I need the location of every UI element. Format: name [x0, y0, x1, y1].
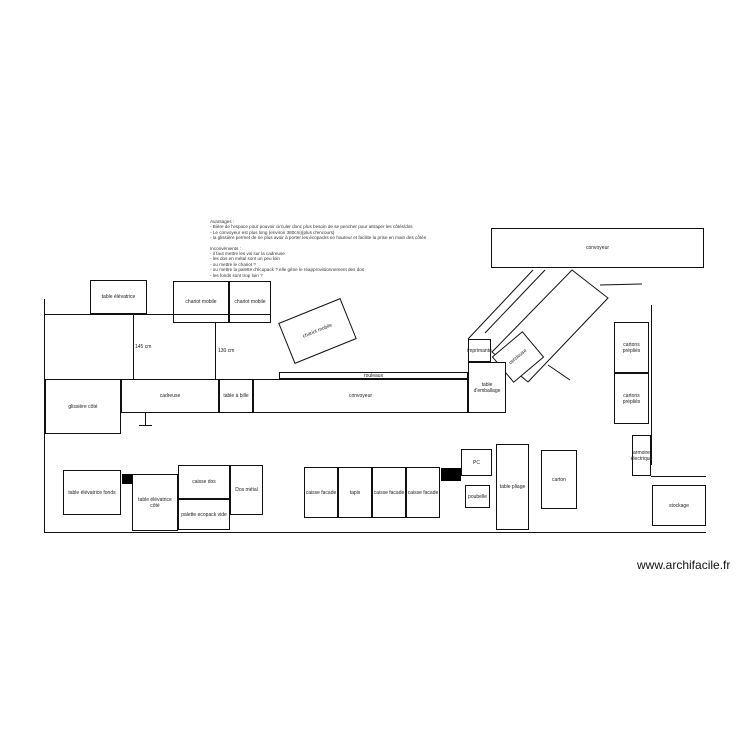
table-elevatrice-top: table élévatrice: [90, 280, 147, 314]
table-elevatrice-fonds-label: table élévatrice fonds: [68, 489, 116, 496]
chariot-mobile-rotated-label: chariot mobile: [301, 322, 334, 340]
post-right: [441, 468, 461, 481]
pc: PC: [461, 449, 492, 476]
cadreuse-foot: [139, 425, 152, 426]
caisse-dos: caisse dos: [178, 465, 230, 499]
dimension-145: 145 cm: [135, 344, 152, 350]
advantages-title: Avantages :: [210, 219, 235, 224]
table-elevatrice-fonds: table élévatrice fonds: [63, 470, 121, 515]
table-emballage-label: table d'emballage: [473, 381, 501, 394]
table-emballage: table d'emballage: [468, 362, 506, 413]
table-elevatrice-top-label: table élévatrice: [101, 294, 136, 300]
advantage-item: - Bière de l'espace pour pouvoir circule…: [210, 224, 413, 230]
cercleuse-label: cercleuse: [507, 347, 529, 367]
disadvantages-title: Inconvénients :: [210, 245, 241, 251]
imprimante-label: imprimante: [467, 347, 492, 354]
dos-metal: Dos métal: [230, 465, 263, 515]
caisse-facade-3-label: caisse facade: [407, 489, 439, 496]
table-pliage: table pliage: [496, 444, 529, 530]
convoyeur-top-label: convoyeur: [585, 245, 610, 251]
glissiere-cote-label: glissière côté: [68, 403, 98, 410]
stockage-label: stockage: [668, 502, 689, 509]
carton-label: carton: [552, 476, 566, 483]
caisse-facade-2-label: caisse facade: [373, 489, 405, 496]
poubelle-label: poubelle: [468, 493, 487, 500]
notes-block: Avantages : - Bière de l'espace pour pou…: [210, 219, 426, 278]
convoyeur-main: convoyeur: [253, 379, 468, 413]
wall-right: [651, 305, 652, 465]
imprimante: imprimante: [467, 339, 492, 362]
poubelle: poubelle: [465, 485, 490, 508]
convoyeur-top: convoyeur: [491, 228, 704, 268]
palette-ecopack-vide: palette ecopack vide: [178, 499, 230, 530]
tapis-label: tapis: [349, 489, 361, 496]
zone-top-line: [44, 314, 271, 315]
table-a-bille: table à bille: [219, 379, 253, 413]
disadvantage-item: - les fonds sont trop loin ?: [210, 272, 263, 278]
dimension-130: 130 cm: [218, 348, 235, 354]
convoyeur-main-label: convoyeur: [348, 393, 373, 399]
wall-right-stub: [651, 476, 706, 477]
watermark: www.archifacile.fr: [637, 558, 731, 572]
caisse-dos-label: caisse dos: [192, 479, 216, 485]
table-elevatrice-cote-label: table élévatrice côté: [138, 496, 172, 509]
armoire-electrique: armoire électrique: [630, 435, 653, 476]
wall-bottom: [44, 532, 706, 533]
wall-left: [44, 299, 45, 533]
glissiere-cote: glissière côté: [45, 379, 121, 434]
caisse-facade-3: caisse facade: [406, 467, 440, 518]
table-pliage-label: table pliage: [499, 484, 526, 490]
tapis: tapis: [338, 467, 372, 518]
stockage: stockage: [652, 485, 706, 526]
disadvantage-item: - il faut mettre les vis sur la cadreuse: [210, 251, 285, 257]
disadvantage-item: - ou mettre le chariot ?: [210, 261, 256, 267]
armoire-electrique-label: armoire électrique: [630, 449, 653, 462]
cartons-preplies-1: cartons prépliés: [614, 322, 649, 373]
cartons-preplies-2-label: cartons prépliés: [622, 392, 641, 405]
rouleaux-label: rouleaux: [363, 372, 384, 379]
zone-divider-1: [133, 314, 134, 379]
table-elevatrice-cote: table élévatrice côté: [132, 474, 178, 531]
chariot-mobile-1: chariot mobile: [173, 281, 229, 323]
pc-label: PC: [473, 459, 480, 466]
cartons-preplies-1-label: cartons prépliés: [622, 341, 641, 354]
chariot-mobile-2: chariot mobile: [229, 281, 271, 323]
cadreuse-leg: [145, 413, 146, 425]
advantage-item: - Le convoyeur est plus long (environ 38…: [210, 229, 335, 235]
disadvantage-item: - les dos en métal sont un peu loin: [210, 256, 280, 262]
post-left: [122, 474, 132, 484]
cadreuse: cadreuse: [121, 379, 219, 413]
advantage-item: - la glissière permet de ne plus avoir à…: [210, 235, 427, 241]
cadreuse-label: cadreuse: [159, 393, 181, 399]
disadvantage-item: - ou mettre la palette d'écopack ? elle …: [210, 267, 365, 273]
palette-ecopack-vide-label: palette ecopack vide: [181, 511, 227, 518]
dos-metal-label: Dos métal: [235, 487, 258, 493]
rouleaux: rouleaux: [279, 372, 468, 379]
caisse-facade-1: caisse facade: [304, 467, 338, 518]
caisse-facade-1-label: caisse facade: [305, 489, 337, 496]
table-a-bille-label: table à bille: [223, 393, 249, 399]
carton: carton: [541, 450, 577, 509]
zone-divider-2: [215, 323, 216, 379]
chariot-mobile-1-label: chariot mobile: [185, 299, 217, 305]
cartons-preplies-2: cartons prépliés: [614, 373, 649, 424]
chariot-mobile-2-label: chariot mobile: [234, 299, 266, 305]
caisse-facade-2: caisse facade: [372, 467, 406, 518]
